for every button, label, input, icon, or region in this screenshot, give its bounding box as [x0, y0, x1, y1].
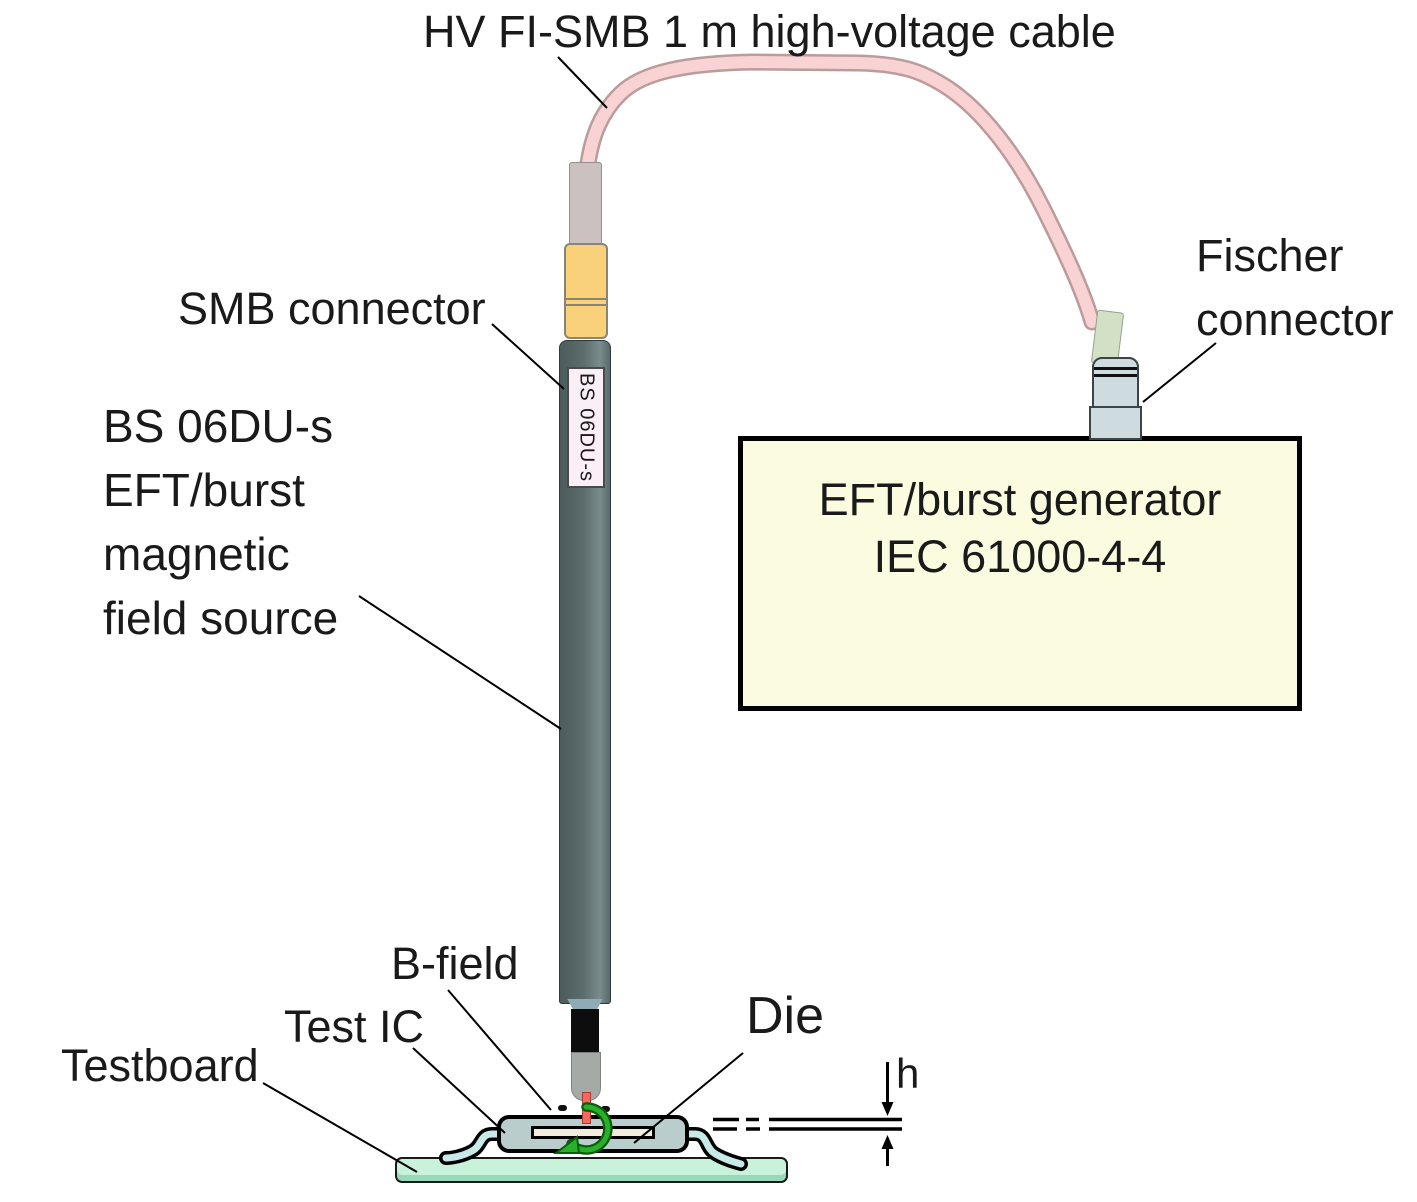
- title-leader: [557, 56, 608, 109]
- cable-strain-relief: [569, 162, 602, 248]
- cable-title: HV FI-SMB 1 m high-voltage cable: [423, 6, 1116, 57]
- height-dimension-label: h: [896, 1050, 920, 1097]
- smb-connector-groove: [566, 304, 606, 306]
- smb-connector-label: SMB connector: [178, 283, 486, 334]
- smb-connector-groove: [566, 298, 606, 300]
- probe-chamfer: [567, 999, 603, 1011]
- probe-leader: [358, 595, 562, 730]
- generator-box-line1: EFT/burst generator: [818, 474, 1222, 525]
- bfield-arrowhead: [553, 1135, 581, 1154]
- fischer-label-line1: Fischer: [1196, 230, 1344, 281]
- fischer-connector: [1092, 357, 1139, 411]
- probe-name-line3: magnetic: [103, 528, 290, 580]
- cable-fill: [580, 55, 1098, 328]
- probe-name-label: BS 06DU-s EFT/burst magnetic field sourc…: [103, 394, 338, 650]
- arrow-down-icon: [881, 1102, 894, 1116]
- probe-name-line2: EFT/burst: [103, 464, 305, 516]
- die-leader: [633, 1052, 744, 1144]
- fischer-label-line2: connector: [1196, 294, 1394, 345]
- generator-box: EFT/burst generator IEC 61000-4-4: [738, 436, 1302, 711]
- testboard-leader: [262, 1082, 418, 1173]
- bfield-loop-icon: [553, 1102, 613, 1155]
- testic-leader: [412, 1047, 506, 1134]
- smb-leader: [491, 323, 565, 390]
- fischer-connector-ring: [1094, 374, 1137, 377]
- die-label: Die: [746, 987, 825, 1045]
- probe-name-line4: field source: [103, 592, 339, 644]
- bfield-label: B-field: [391, 938, 519, 989]
- tip-mark-left: [558, 1105, 567, 1111]
- die: [531, 1126, 655, 1139]
- h-dimension: [713, 1062, 902, 1166]
- left-lead: [442, 1130, 520, 1162]
- reference-lines: [713, 1117, 902, 1131]
- probe-ferrule: [571, 1009, 599, 1053]
- bfield-leader: [447, 989, 552, 1111]
- fischer-connector-base: [1089, 406, 1142, 440]
- right-lead: [664, 1130, 745, 1168]
- arrow-up-icon: [881, 1135, 894, 1149]
- generator-box-line2: IEC 61000-4-4: [873, 531, 1167, 582]
- test-ic-label: Test IC: [284, 1001, 425, 1052]
- probe-sticker-text: BS 06DU-s: [575, 372, 598, 483]
- tip-mark-right: [601, 1106, 610, 1112]
- probe-name-line1: BS 06DU-s: [103, 400, 334, 452]
- leader-lines: [262, 56, 1217, 1173]
- testboard-label: Testboard: [61, 1040, 259, 1091]
- fischer-leader: [1142, 342, 1217, 403]
- fischer-connector-ring: [1094, 367, 1137, 370]
- smb-connector: [564, 243, 608, 339]
- fischer-connector-label: Fischer connector: [1196, 224, 1394, 352]
- probe-sticker: BS 06DU-s: [567, 367, 605, 488]
